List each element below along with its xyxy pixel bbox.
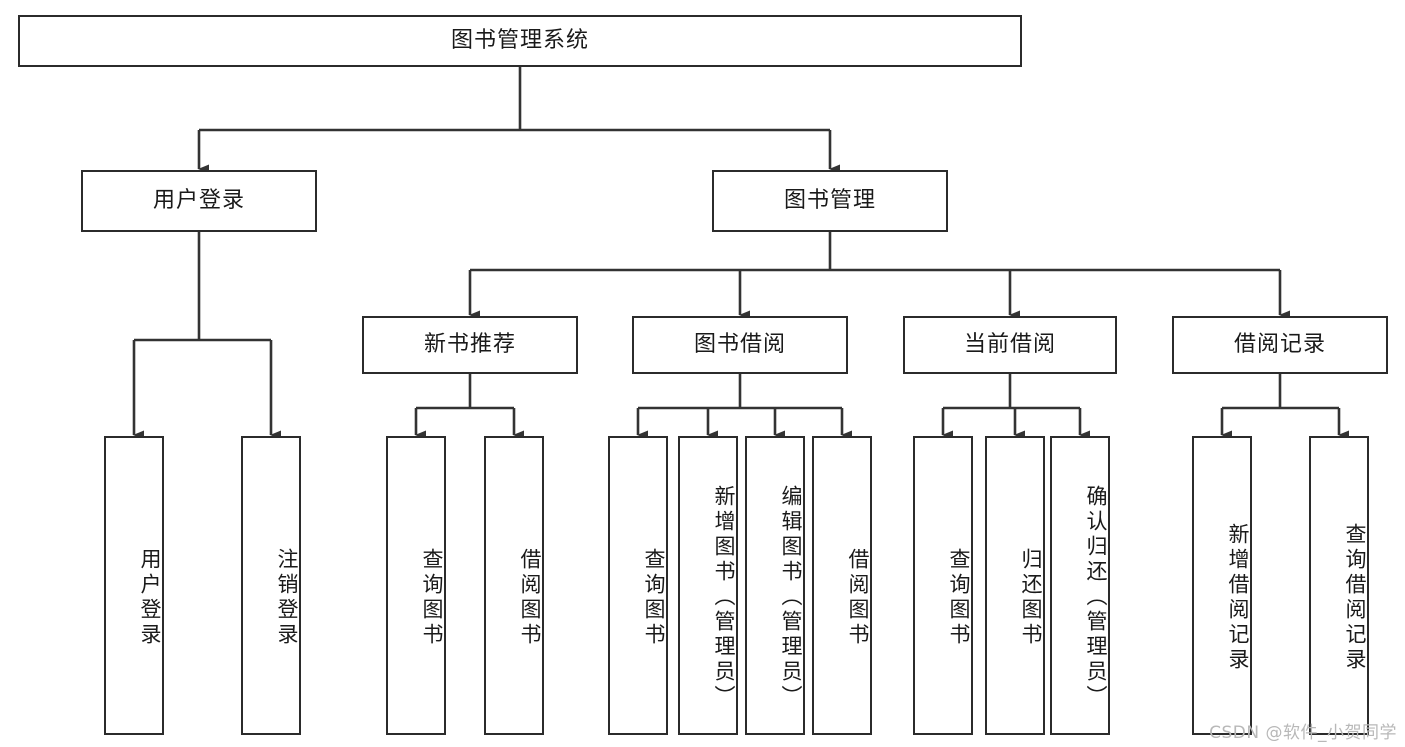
node-leaf-borrow-query-label: 查询图书 xyxy=(642,547,666,648)
node-new-book-rec[interactable]: 新书推荐 xyxy=(362,316,578,374)
node-leaf-user-login-label: 用户登录 xyxy=(138,547,162,648)
node-leaf-cur-query[interactable]: 查询图书 xyxy=(913,436,973,735)
node-leaf-cur-return[interactable]: 归还图书 xyxy=(985,436,1045,735)
node-book-manage[interactable]: 图书管理 xyxy=(712,170,948,232)
node-leaf-borrow-add-label: 新增图书（管理员） xyxy=(712,485,736,710)
node-leaf-borrow-edit[interactable]: 编辑图书（管理员） xyxy=(745,436,805,735)
node-root-label: 图书管理系统 xyxy=(450,27,589,53)
node-leaf-rec-query-label: 查询图书 xyxy=(420,547,444,648)
node-current-borrow[interactable]: 当前借阅 xyxy=(903,316,1117,374)
node-user-login[interactable]: 用户登录 xyxy=(81,170,317,232)
node-leaf-rec-query2-label: 查询借阅记录 xyxy=(1343,522,1367,673)
node-leaf-rec-query2[interactable]: 查询借阅记录 xyxy=(1309,436,1369,735)
node-leaf-rec-add-label: 新增借阅记录 xyxy=(1226,522,1250,673)
node-user-login-label: 用户登录 xyxy=(152,187,245,213)
node-leaf-borrow-add[interactable]: 新增图书（管理员） xyxy=(678,436,738,735)
node-new-book-rec-label: 新书推荐 xyxy=(423,331,516,357)
node-leaf-user-login[interactable]: 用户登录 xyxy=(104,436,164,735)
node-leaf-borrow-lend[interactable]: 借阅图书 xyxy=(812,436,872,735)
node-leaf-borrow-edit-label: 编辑图书（管理员） xyxy=(779,485,803,710)
node-leaf-user-logout[interactable]: 注销登录 xyxy=(241,436,301,735)
node-leaf-cur-return-label: 归还图书 xyxy=(1019,547,1043,648)
node-leaf-rec-add[interactable]: 新增借阅记录 xyxy=(1192,436,1252,735)
node-borrow-record-label: 借阅记录 xyxy=(1233,331,1326,357)
node-leaf-cur-confirm[interactable]: 确认归还（管理员） xyxy=(1050,436,1110,735)
node-current-borrow-label: 当前借阅 xyxy=(963,331,1056,357)
node-leaf-cur-query-label: 查询图书 xyxy=(947,547,971,648)
node-leaf-cur-confirm-label: 确认归还（管理员） xyxy=(1084,485,1108,710)
node-book-borrow[interactable]: 图书借阅 xyxy=(632,316,848,374)
node-leaf-borrow-query[interactable]: 查询图书 xyxy=(608,436,668,735)
node-book-manage-label: 图书管理 xyxy=(783,187,876,213)
node-leaf-rec-borrow-label: 借阅图书 xyxy=(518,547,542,648)
node-root[interactable]: 图书管理系统 xyxy=(18,15,1022,67)
node-leaf-borrow-lend-label: 借阅图书 xyxy=(846,547,870,648)
node-leaf-user-logout-label: 注销登录 xyxy=(275,547,299,648)
node-book-borrow-label: 图书借阅 xyxy=(693,331,786,357)
node-borrow-record[interactable]: 借阅记录 xyxy=(1172,316,1388,374)
node-leaf-rec-borrow[interactable]: 借阅图书 xyxy=(484,436,544,735)
node-leaf-rec-query[interactable]: 查询图书 xyxy=(386,436,446,735)
